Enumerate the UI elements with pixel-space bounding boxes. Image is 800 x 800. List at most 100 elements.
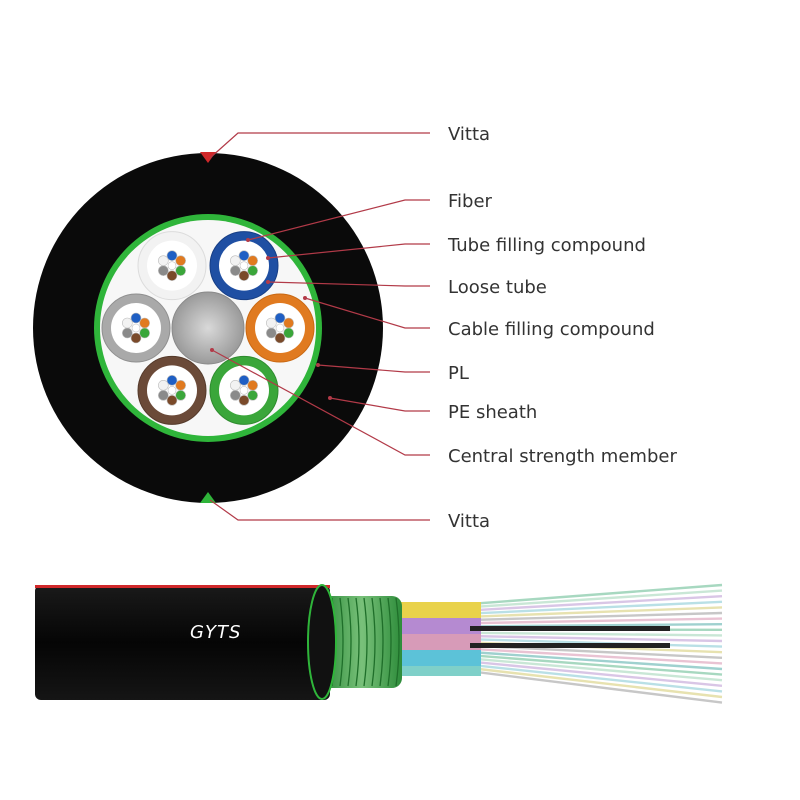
leader-dot [246,238,250,242]
loose-tube-blue [209,231,279,301]
fiber [166,270,178,281]
fiber [266,327,277,339]
armor-rib [347,597,352,687]
tube-cyan [395,650,481,666]
fiber [166,250,178,261]
leader-vitta-top [209,132,430,159]
fiber [122,327,133,339]
armor-rib [371,597,376,687]
fiber [274,312,286,324]
fiber-strand [469,660,723,687]
fiber [230,265,241,276]
fiber [247,255,258,266]
vitta-bottom-marker [200,492,216,503]
fiber [130,312,142,324]
fiber [139,317,150,329]
fiber-strand [469,617,723,625]
fiber-strand [469,583,723,606]
fiber [239,261,249,270]
leader-dot [303,296,307,300]
leader-pe-sheath [329,397,430,412]
fiber-strand [469,657,723,682]
tube-pink [395,634,481,650]
central-member-rod [470,626,670,631]
loose-tube-orange [245,293,315,363]
outer-jacket [35,585,330,700]
leader-dot [328,396,332,400]
fiber [238,250,250,261]
label-loose-tube: Loose tube [448,277,547,298]
fiber [175,390,186,401]
label-fiber: Fiber [448,191,493,212]
leader-dot [210,348,214,352]
fiber-strand [469,654,723,676]
fiber-strand [469,595,723,612]
fiber [275,323,285,333]
leader-loose-tube [267,281,430,287]
fiber [247,390,258,401]
label-vitta-top: Vitta [448,124,490,145]
fiber [175,255,186,266]
tube-teal [395,666,481,676]
fiber-strand [469,647,723,665]
fiber-strand [469,589,723,609]
armor-rib [339,597,344,687]
label-pl: PL [448,363,469,384]
colored-tubes [395,602,670,676]
central-strength-member [171,291,245,365]
fiber [239,386,249,395]
fiber-strand [469,611,723,622]
armor-rib [355,597,360,687]
fiber-strand [469,663,723,693]
leader-fiber [247,199,430,241]
fiber [158,380,169,391]
loose-tube-white [137,231,207,301]
armor-rib [395,597,400,687]
fiber-strand [469,606,723,618]
vitta-stripe [35,585,330,588]
cable-marking: GYTS [190,622,241,643]
fiber [166,395,178,406]
leader-lines [209,132,430,521]
label-pe-sheath: PE sheath [448,402,537,423]
fiber [230,390,241,401]
fiber-strand [469,650,723,671]
tube-yellow [395,602,481,618]
loose-tube-grey [101,293,171,363]
fiber [175,265,186,276]
vitta-top-marker [200,152,216,163]
leader-vitta-bottom [209,499,430,521]
leader-tube-filling [267,243,430,259]
fiber [266,317,277,329]
label-central-strength-member: Central strength member [448,446,677,467]
cable-cross-section [33,152,383,503]
loose-tube-green [209,355,279,425]
loose-tubes [101,231,315,425]
fiber-strand [469,638,723,648]
loose-tube-brown [137,355,207,425]
armor-rib [363,597,368,687]
fiber [283,327,294,339]
fiber [175,380,186,391]
fiber [158,255,169,266]
leader-dot [266,280,270,284]
central-member-rod [470,643,670,648]
fiber-strand [469,634,723,643]
armor-rib [387,597,392,687]
leader-cable-filling [304,297,430,329]
leader-central-member [211,349,430,456]
fiber-strand [469,666,723,699]
fiber [283,317,294,329]
fiber [158,265,169,276]
fiber [230,255,241,266]
fiber [130,332,142,344]
fiber-strand [469,670,723,704]
fiber [139,327,150,339]
label-tube-filling-compound: Tube filling compound [447,235,646,256]
fiber [122,317,133,329]
fiber-strand [469,600,723,615]
armor-rib [379,597,384,687]
fiber [167,261,177,270]
leader-dot [316,363,320,367]
